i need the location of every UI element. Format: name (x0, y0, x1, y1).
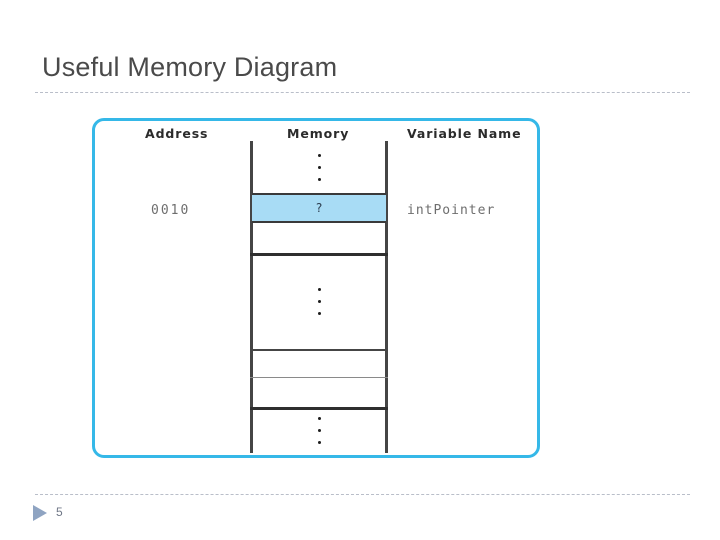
memory-rail-left (250, 141, 253, 453)
memory-divider-5 (250, 407, 388, 410)
page-number: 5 (56, 505, 63, 519)
memory-divider-4 (250, 377, 388, 378)
variable-name-value: intPointer (407, 203, 496, 218)
page-title: Useful Memory Diagram (42, 52, 338, 82)
column-header-address: Address (145, 126, 209, 141)
memory-divider-2 (250, 253, 388, 256)
memory-divider-3 (250, 349, 388, 351)
footer-divider (35, 494, 690, 495)
vertical-ellipsis-icon-middle (250, 253, 388, 349)
memory-cell-value: ? (315, 201, 323, 215)
memory-rail-right (385, 141, 388, 453)
vertical-ellipsis-icon-top (250, 141, 388, 193)
address-value: 0010 (151, 203, 191, 218)
memory-cell-allocated[interactable]: ? (252, 193, 386, 223)
vertical-ellipsis-icon-bottom (250, 407, 388, 453)
memory-diagram-container: Address Memory Variable Name 0010 intPoi… (92, 118, 540, 458)
memory-column: ? (250, 141, 388, 453)
column-header-memory: Memory (287, 126, 350, 141)
triangle-marker-icon (33, 505, 47, 521)
column-header-variable-name: Variable Name (407, 126, 522, 141)
title-divider (35, 92, 690, 93)
